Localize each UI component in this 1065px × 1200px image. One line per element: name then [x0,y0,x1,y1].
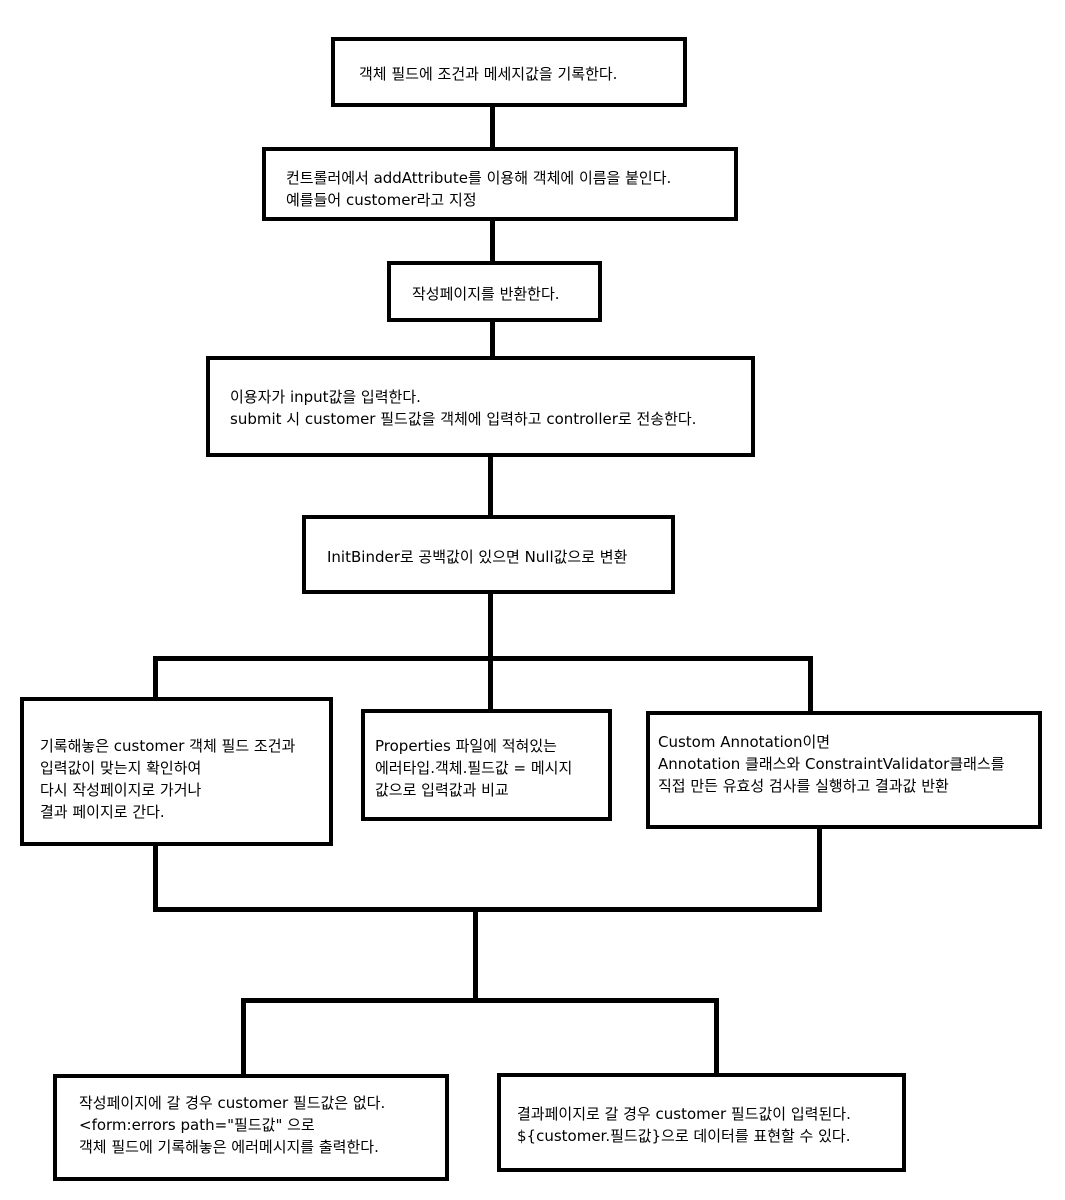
result-split-bar [241,998,719,1003]
merge-trunk [473,907,478,1003]
step-return-form-page: 작성페이지를 반환한다. [387,261,602,322]
step-add-attribute-line-2: 예를들어 customer라고 지정 [286,191,477,209]
branch-left-line-4: 결과 페이지로 간다. [40,803,165,821]
step-user-input-line-1: 이용자가 input값을 입력한다. [230,388,421,406]
split-drop-right [808,656,813,714]
branch-middle-line-3: 값으로 입력값과 비교 [375,781,509,799]
result-right-line-1: 결과페이지로 갈 경우 customer 필드값이 입력된다. [517,1105,851,1123]
step-user-input-line-2: submit 시 customer 필드값을 객체에 입력하고 controll… [230,410,697,428]
branch-properties-file: Properties 파일에 적혀있는 에러타입.객체.필드값 = 메시지 값으… [361,709,612,821]
step-initbinder-text: InitBinder로 공백값이 있으면 Null값으로 변환 [327,548,628,566]
branch-left-line-1: 기록해놓은 customer 객체 필드 조건과 [40,737,296,755]
merge-rise-left [153,844,158,912]
split-drop-middle [488,656,493,711]
result-drop-left [241,998,246,1078]
branch-custom-annotation: Custom Annotation이면 Annotation 클래스와 Cons… [646,711,1042,829]
result-drop-right [714,998,719,1077]
branch-right-line-1: Custom Annotation이면 [658,733,831,751]
result-right-line-2: ${customer.필드값}으로 데이터를 표현할 수 있다. [517,1127,851,1145]
merge-rise-right [817,826,822,912]
step-record-conditions-text: 객체 필드에 조건과 메세지값을 기록한다. [359,65,618,83]
branch-right-line-3: 직접 만든 유효성 검사를 실행하고 결과값 반환 [658,777,949,795]
branch-middle-line-1: Properties 파일에 적혀있는 [375,737,557,755]
branch-right-line-2: Annotation 클래스와 ConstraintValidator클래스를 [658,755,1005,773]
result-left-line-1: 작성페이지에 갈 경우 customer 필드값은 없다. [79,1094,386,1112]
branch-left-line-3: 다시 작성페이지로 가거나 [40,781,202,799]
step-add-attribute: 컨트롤러에서 addAttribute를 이용해 객체에 이름을 붙인다. 예를… [262,147,738,221]
step-add-attribute-line-1: 컨트롤러에서 addAttribute를 이용해 객체에 이름을 붙인다. [286,169,672,187]
result-left-line-3: 객체 필드에 기록해놓은 에러메시지를 출력한다. [79,1138,379,1156]
connector-2-3 [490,218,495,263]
branch-field-condition-check: 기록해놓은 customer 객체 필드 조건과 입력값이 맞는지 확인하여 다… [20,697,333,846]
connector-3-4 [490,320,495,358]
connector-1-2 [490,105,495,150]
connector-4-5 [488,455,493,517]
step-return-form-page-text: 작성페이지를 반환한다. [412,285,560,303]
result-form-page-errors: 작성페이지에 갈 경우 customer 필드값은 없다. <form:erro… [53,1074,449,1181]
split-drop-left [153,656,158,700]
branch-left-line-2: 입력값이 맞는지 확인하여 [40,759,202,777]
split-bar [153,656,813,661]
connector-5-split [488,592,493,660]
step-initbinder: InitBinder로 공백값이 있으면 Null값으로 변환 [302,515,675,594]
step-record-conditions: 객체 필드에 조건과 메세지값을 기록한다. [331,37,687,107]
result-success-page: 결과페이지로 갈 경우 customer 필드값이 입력된다. ${custom… [497,1073,906,1172]
merge-bar [153,907,822,912]
branch-middle-line-2: 에러타입.객체.필드값 = 메시지 [375,759,573,777]
result-left-line-2: <form:errors path="필드값" 으로 [79,1116,315,1134]
step-user-input: 이용자가 input값을 입력한다. submit 시 customer 필드값… [206,356,755,457]
